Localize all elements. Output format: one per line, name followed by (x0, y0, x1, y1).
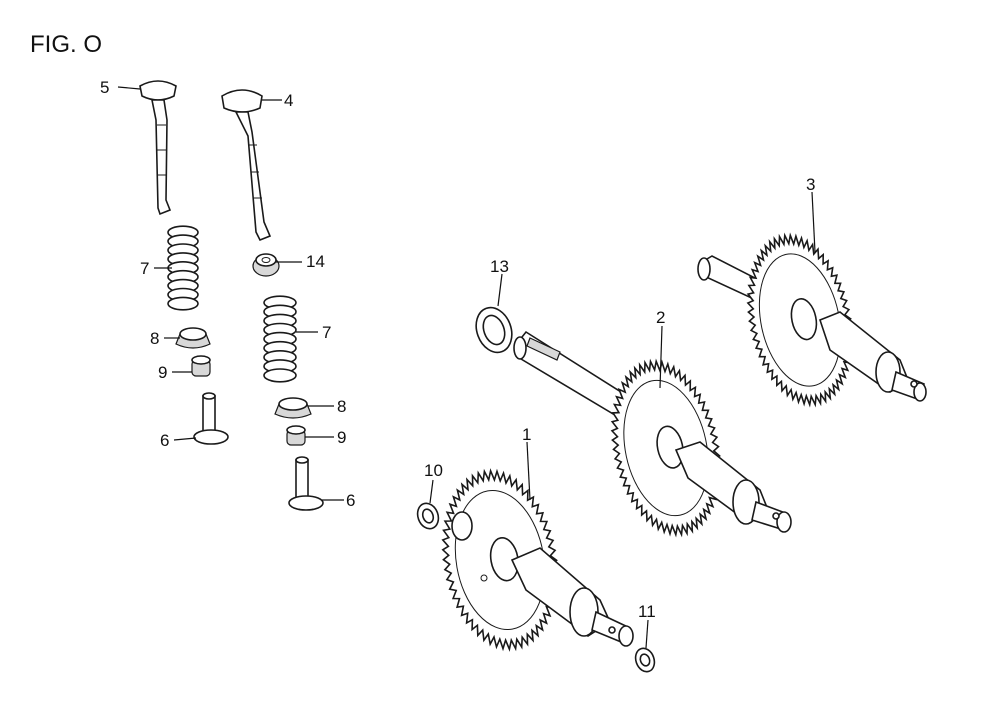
callout-7-right: 7 (322, 323, 331, 342)
valve-cotter-left (191, 355, 211, 377)
figure-title: FIG. O (30, 31, 102, 58)
cam-gear-3 (746, 232, 854, 408)
valve-exhaust (139, 80, 177, 216)
cam-gear-2 (610, 358, 722, 538)
valve-spring-left (167, 225, 199, 311)
thrust-washer-13 (475, 306, 513, 354)
spring-retainer-left (175, 327, 211, 349)
thrust-washer-10 (416, 502, 440, 530)
callout-9-left: 9 (158, 363, 167, 382)
gear-hub (790, 298, 818, 341)
thrust-washer-11 (634, 647, 656, 673)
callout-8-left: 8 (150, 329, 159, 348)
spring-coil (167, 296, 199, 311)
camshaft-assy-3 (697, 232, 927, 408)
tappet-left (193, 392, 229, 445)
camshaft-assy-1 (441, 468, 634, 652)
callout-1: 1 (522, 425, 531, 444)
cam-gear-1 (441, 468, 559, 652)
valve-spring-right (263, 295, 297, 383)
callout-14: 14 (306, 252, 325, 271)
spring-retainer-right (274, 397, 312, 419)
valve-cotter-right (286, 425, 306, 446)
callout-2: 2 (656, 308, 665, 327)
camshaft-assy-2 (513, 330, 792, 538)
tappet-right (288, 456, 324, 511)
gear-web (623, 379, 709, 517)
callout-3: 3 (806, 175, 815, 194)
callout-4: 4 (284, 91, 293, 110)
callout-11: 11 (638, 602, 656, 621)
callout-8-right: 8 (337, 397, 346, 416)
callout-10: 10 (424, 461, 443, 480)
valve-stem-seal (252, 253, 280, 277)
callout-5: 5 (100, 78, 109, 97)
spring-coil (263, 368, 297, 383)
callout-13: 13 (490, 257, 509, 276)
gear-hub (656, 425, 684, 469)
callout-9-right: 9 (337, 428, 346, 447)
callout-leaders (117, 86, 816, 649)
callout-6-right: 6 (346, 491, 355, 510)
valve-intake (221, 89, 272, 242)
callout-7-left: 7 (140, 259, 149, 278)
callout-6-left: 6 (160, 431, 169, 450)
